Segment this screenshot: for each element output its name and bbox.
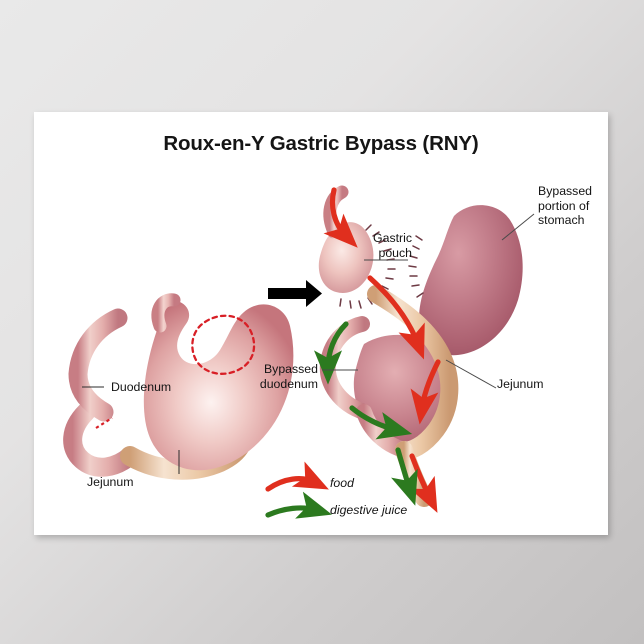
transition-arrow-shape — [268, 280, 322, 307]
label-bypassed-stomach: Bypassed portion of stomach — [538, 184, 593, 227]
label-gastric-pouch: Gastric pouch — [373, 231, 412, 260]
duodenum-curve — [63, 402, 140, 477]
roux-limb — [367, 285, 459, 460]
label-jejunum-left: Jejunum — [87, 475, 134, 489]
legend-label-digestive-juice: digestive juice — [330, 503, 408, 517]
jejunum-right-leader-line — [445, 359, 497, 389]
bypassed-stomach-body — [419, 205, 523, 356]
poster-sheet: Roux-en-Y Gastric Bypass (RNY) — [34, 112, 608, 535]
food-arrow-esophagus — [323, 187, 358, 248]
food-arrow-common — [409, 453, 438, 513]
juice-arrow-duodenum — [313, 321, 349, 385]
staple-line-bypassed — [408, 235, 424, 298]
diagram-artwork — [63, 185, 535, 519]
cut-line-dashed — [191, 314, 256, 375]
stomach-body — [143, 300, 294, 471]
label-bypassed-duodenum: Bypassed duodenum — [259, 362, 318, 391]
bypassed-stomach-leader-line — [501, 213, 535, 241]
esophagus — [151, 293, 181, 333]
rny-stomach-illustration — [313, 185, 535, 513]
juice-arrow-common — [391, 447, 418, 506]
legend-label-food: food — [330, 476, 354, 490]
legend-juice-arrow — [265, 491, 333, 519]
legend-food-arrow — [265, 461, 329, 492]
page-title: Roux-en-Y Gastric Bypass (RNY) — [163, 132, 479, 155]
food-arrow-roux-lower — [410, 359, 441, 425]
legend-arrows — [265, 461, 333, 519]
duodenum-upper — [68, 308, 128, 422]
normal-stomach-illustration — [63, 293, 294, 480]
juice-arrow-junction — [349, 405, 413, 440]
food-arrow-roux — [367, 275, 425, 360]
duodenum-cut-dashed — [95, 417, 113, 429]
label-duodenum: Duodenum — [111, 380, 172, 394]
label-jejunum-right: Jejunum — [497, 377, 544, 391]
